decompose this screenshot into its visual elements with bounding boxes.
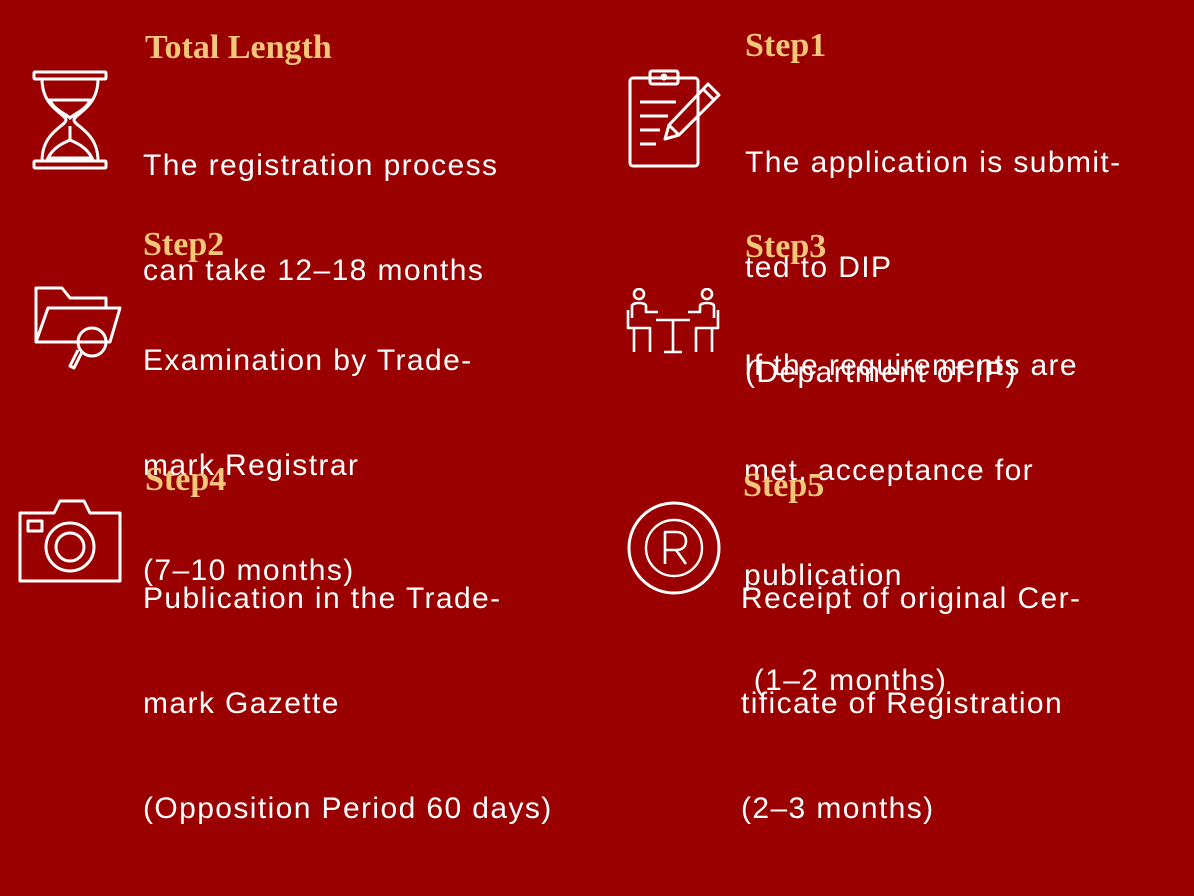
item-title: Step4 xyxy=(145,461,227,498)
item-description: Receipt of original Cer- tificate of Reg… xyxy=(741,582,1082,825)
item-title: Step3 xyxy=(745,228,827,265)
item-description: Publication in the Trade- mark Gazette (… xyxy=(143,582,553,825)
item-title: Total Length xyxy=(145,29,332,66)
item-title: Step2 xyxy=(143,226,225,263)
item-title: Step5 xyxy=(743,467,825,504)
item-description: Examination by Trade- mark Registrar (7–… xyxy=(143,344,473,587)
registered-mark-icon xyxy=(626,500,722,596)
hourglass-icon xyxy=(30,70,110,170)
camera-icon xyxy=(18,497,122,583)
meeting-people-icon xyxy=(626,288,720,354)
item-description: The application is submit- ted to DIP (D… xyxy=(745,146,1122,389)
clipboard-pencil-icon xyxy=(624,68,724,170)
folder-search-icon xyxy=(32,282,124,372)
item-description: The registration process can take 12–18 … xyxy=(143,149,499,287)
item-title: Step1 xyxy=(745,27,827,64)
